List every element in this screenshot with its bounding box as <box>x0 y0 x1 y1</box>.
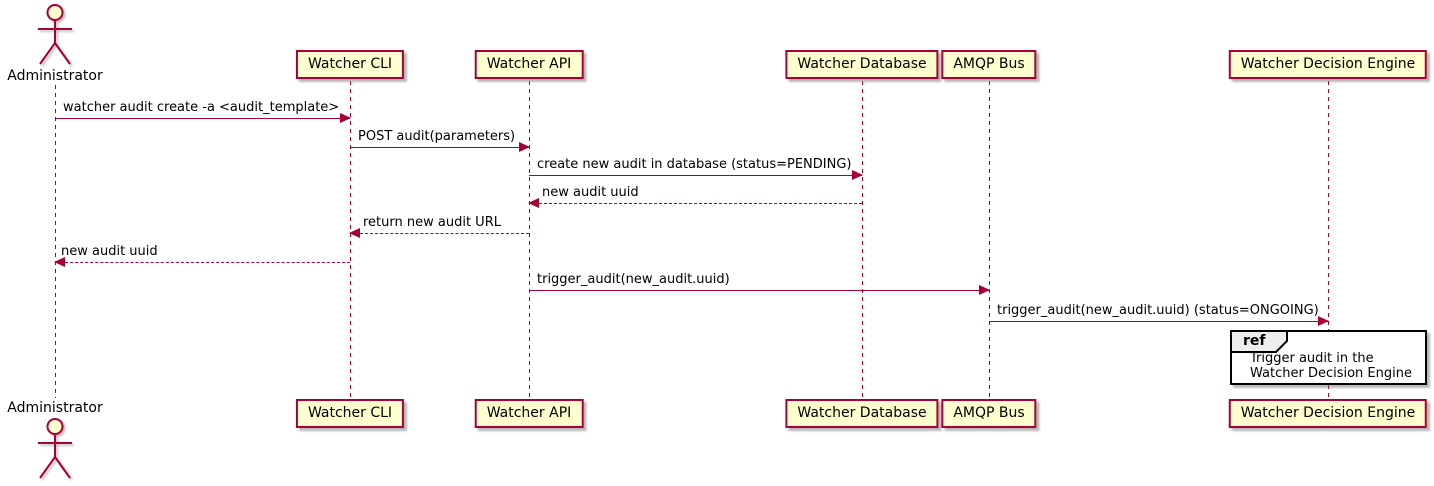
participant-watcher-cli-top: Watcher CLI <box>295 50 405 79</box>
message-label: trigger_audit(new_audit.uuid) (status=ON… <box>997 303 1319 318</box>
participant-label: AMQP Bus <box>953 405 1025 421</box>
ref-tab-icon <box>1230 330 1288 353</box>
message-line <box>529 175 862 176</box>
ref-text-line: Watcher Decision Engine <box>1250 366 1412 381</box>
message-line <box>529 290 989 291</box>
message-line <box>350 233 529 234</box>
participant-label: Watcher Database <box>797 56 927 72</box>
actor-icon <box>38 418 72 479</box>
participant-label: AMQP Bus <box>953 56 1025 72</box>
participant-amqp-bus-top: AMQP Bus <box>941 50 1037 79</box>
participant-watcher-cli-bottom: Watcher CLI <box>295 399 405 428</box>
message-label: return new audit URL <box>363 215 501 230</box>
arrow-right-icon <box>852 170 863 180</box>
arrow-left-icon <box>349 228 360 238</box>
participant-label: Watcher CLI <box>307 56 393 72</box>
ref-text-line: Trigger audit in the <box>1250 351 1374 366</box>
actor-icon <box>38 4 72 65</box>
arrow-right-icon <box>979 285 990 295</box>
message-line <box>55 118 350 119</box>
participant-watcher-decision-engine-bottom: Watcher Decision Engine <box>1228 399 1428 428</box>
participant-watcher-decision-engine-top: Watcher Decision Engine <box>1228 50 1428 79</box>
lifeline-administrator <box>55 85 56 398</box>
arrow-right-icon <box>519 142 530 152</box>
message-label: watcher audit create -a <audit_template> <box>63 100 340 115</box>
lifeline-amqp-bus <box>989 81 990 399</box>
participant-label: Watcher CLI <box>307 405 393 421</box>
participant-label: Watcher Database <box>797 405 927 421</box>
participant-label: Watcher API <box>486 405 572 421</box>
participant-label: Watcher API <box>486 56 572 72</box>
message-line <box>989 321 1328 322</box>
message-label: new audit uuid <box>61 244 158 259</box>
lifeline-watcher-cli <box>350 81 351 399</box>
participant-watcher-api-bottom: Watcher API <box>474 399 584 428</box>
message-line <box>529 203 862 204</box>
message-label: trigger_audit(new_audit.uuid) <box>537 272 730 287</box>
participant-watcher-api-top: Watcher API <box>474 50 584 79</box>
lifeline-watcher-api <box>529 81 530 399</box>
arrow-right-icon <box>1318 316 1329 326</box>
message-label: new audit uuid <box>542 185 639 200</box>
arrow-right-icon <box>340 113 351 123</box>
message-line <box>55 262 350 263</box>
ref-keyword: ref <box>1243 333 1266 349</box>
participant-label: Watcher Decision Engine <box>1240 56 1416 72</box>
participant-watcher-database-top: Watcher Database <box>785 50 939 79</box>
message-label: create new audit in database (status=PEN… <box>537 157 852 172</box>
lifeline-watcher-decision-engine <box>1328 81 1329 399</box>
arrow-left-icon <box>528 198 539 208</box>
participant-amqp-bus-bottom: AMQP Bus <box>941 399 1037 428</box>
arrow-left-icon <box>54 257 65 267</box>
message-label: POST audit(parameters) <box>358 129 516 144</box>
actor-label-bottom: Administrator <box>7 400 103 416</box>
actor-label-top: Administrator <box>7 68 103 84</box>
participant-label: Watcher Decision Engine <box>1240 405 1416 421</box>
ref-fragment: ref Trigger audit in the Watcher Decisio… <box>1230 330 1427 385</box>
participant-watcher-database-bottom: Watcher Database <box>785 399 939 428</box>
lifeline-watcher-database <box>862 81 863 399</box>
message-line <box>350 147 529 148</box>
